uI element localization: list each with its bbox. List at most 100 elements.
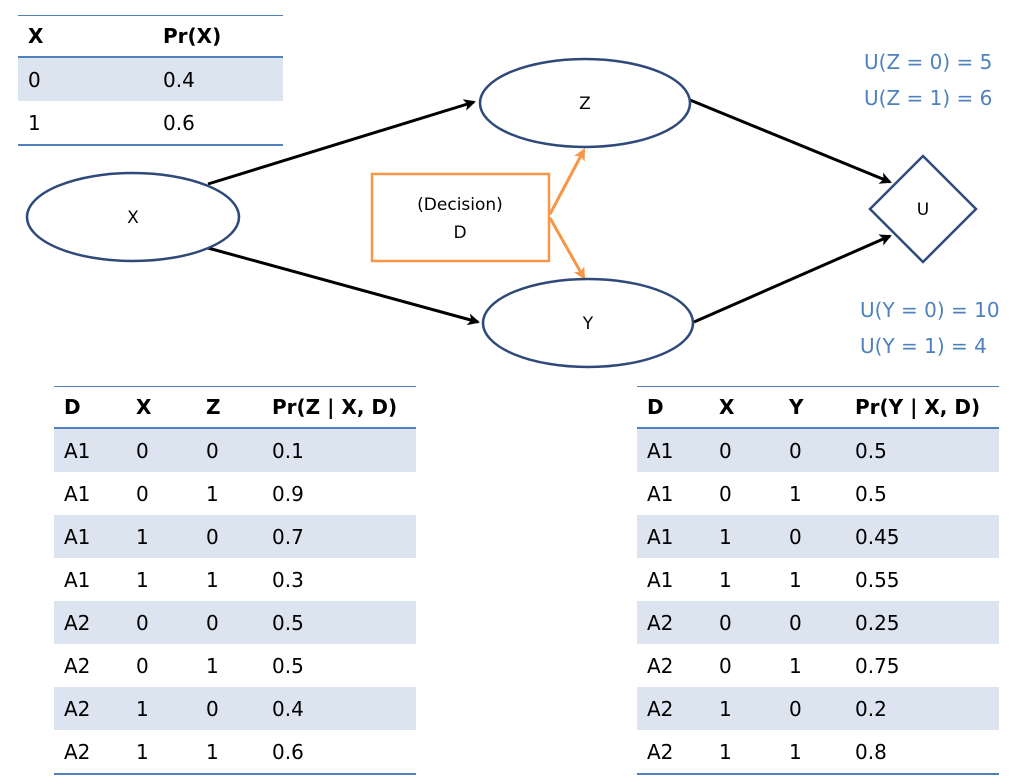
column-header: Pr(X)	[163, 15, 283, 58]
table-cell: 1	[18, 101, 163, 146]
table-cell: 0.5	[272, 653, 304, 678]
table-cell: 1	[719, 567, 732, 592]
table-cell: A1	[637, 428, 719, 472]
utility-y-values: U(Y = 0) = 10 U(Y = 1) = 4	[860, 292, 1000, 364]
decision-label-line2: D	[453, 223, 466, 243]
table-cell: A1	[54, 428, 136, 472]
table-cell: 1	[719, 730, 789, 775]
utility-y1: U(Y = 1) = 4	[860, 334, 987, 358]
table-cell: 0.5	[855, 428, 999, 472]
table-cell: 0.45	[855, 515, 999, 558]
table-cell: 0.75	[855, 653, 900, 678]
table-cell: 0.6	[163, 101, 283, 146]
column-header: X	[719, 386, 789, 429]
table-cell: 1	[206, 653, 219, 678]
node-y-label: Y	[582, 314, 594, 334]
table-cell: 0.5	[272, 601, 416, 644]
edge-z-to-u	[689, 98, 892, 184]
table-cell: 1	[719, 687, 789, 730]
utility-z1: U(Z = 1) = 6	[864, 86, 993, 110]
table-cell: A2	[637, 687, 719, 730]
node-x-label: X	[127, 208, 139, 228]
table-cell: 1	[789, 481, 802, 506]
table-cell: 1	[136, 687, 206, 730]
table-cell: 1	[136, 567, 149, 592]
table-cell: 0	[136, 653, 149, 678]
edge-x-to-y	[207, 246, 480, 326]
table-cell: 0.3	[272, 567, 304, 592]
table-cell: A1	[647, 567, 674, 592]
table-cell: 1	[789, 653, 802, 678]
column-header: Z	[206, 386, 272, 429]
utility-y0: U(Y = 0) = 10	[860, 298, 1000, 322]
table-cell: 0	[18, 57, 163, 101]
edge-y-to-u	[693, 234, 892, 324]
utility-z0: U(Z = 0) = 5	[864, 50, 993, 74]
column-header: X	[136, 386, 206, 429]
table-cell: 0	[789, 601, 855, 644]
table-header-row: X Pr(X)	[18, 15, 283, 58]
table-cell: 0.9	[272, 481, 304, 506]
column-header: D	[637, 386, 719, 429]
prior-table-x: X Pr(X) 0 0.4 1 0.6	[18, 15, 283, 146]
table-cell: 0.4	[163, 57, 283, 101]
table-row: A2 0 1 0.75	[637, 644, 999, 687]
node-y: Y	[481, 277, 695, 369]
table-cell: 0.2	[855, 687, 999, 730]
table-cell: A1	[54, 515, 136, 558]
table-cell: 0.8	[855, 730, 999, 775]
edge-x-to-z	[207, 99, 476, 186]
node-u-label: U	[917, 200, 929, 220]
decision-label-line1: (Decision)	[417, 195, 503, 215]
table-cell: 0	[719, 481, 732, 506]
table-cell: 0	[206, 601, 272, 644]
table-cell: A2	[637, 730, 719, 775]
table-row: 1 0.6	[18, 101, 283, 146]
column-header: Pr(Y | X, D)	[855, 386, 999, 429]
table-cell: 1	[719, 515, 789, 558]
table-cell: 0	[789, 515, 855, 558]
table-cell: 0	[789, 687, 855, 730]
table-cell: 0	[206, 515, 272, 558]
table-cell: 0.1	[272, 428, 416, 472]
table-cell: 0.7	[272, 515, 416, 558]
table-cell: 1	[206, 730, 272, 775]
table-row: 0 0.4	[18, 57, 283, 101]
table-cell: 0	[206, 428, 272, 472]
column-header: Pr(Z | X, D)	[272, 386, 416, 429]
column-header: D	[54, 386, 136, 429]
table-cell: 0.25	[855, 601, 999, 644]
table-cell: 0	[136, 601, 206, 644]
table-cell: 0.55	[855, 567, 900, 592]
table-row: A1 0 1 0.5	[637, 472, 999, 515]
table-header-row: D X Y Pr(Y | X, D)	[637, 386, 999, 429]
utility-z-values: U(Z = 0) = 5 U(Z = 1) = 6	[864, 44, 992, 116]
table-cell: 0	[206, 687, 272, 730]
column-header: X	[18, 15, 163, 58]
table-cell: A2	[54, 730, 136, 775]
node-u: U	[868, 154, 978, 264]
table-cell: 0.5	[855, 481, 887, 506]
table-cell: A1	[637, 515, 719, 558]
table-cell: A1	[647, 481, 674, 506]
table-cell: 1	[136, 515, 206, 558]
table-cell: A2	[64, 653, 91, 678]
table-cell: A2	[647, 653, 674, 678]
table-row: A2 0 1 0.5	[54, 644, 416, 687]
table-cell: 0	[719, 653, 732, 678]
table-cell: 1	[789, 730, 855, 775]
node-x: X	[25, 171, 241, 263]
table-cell: 0.4	[272, 687, 416, 730]
edge-d-to-y	[548, 217, 586, 280]
